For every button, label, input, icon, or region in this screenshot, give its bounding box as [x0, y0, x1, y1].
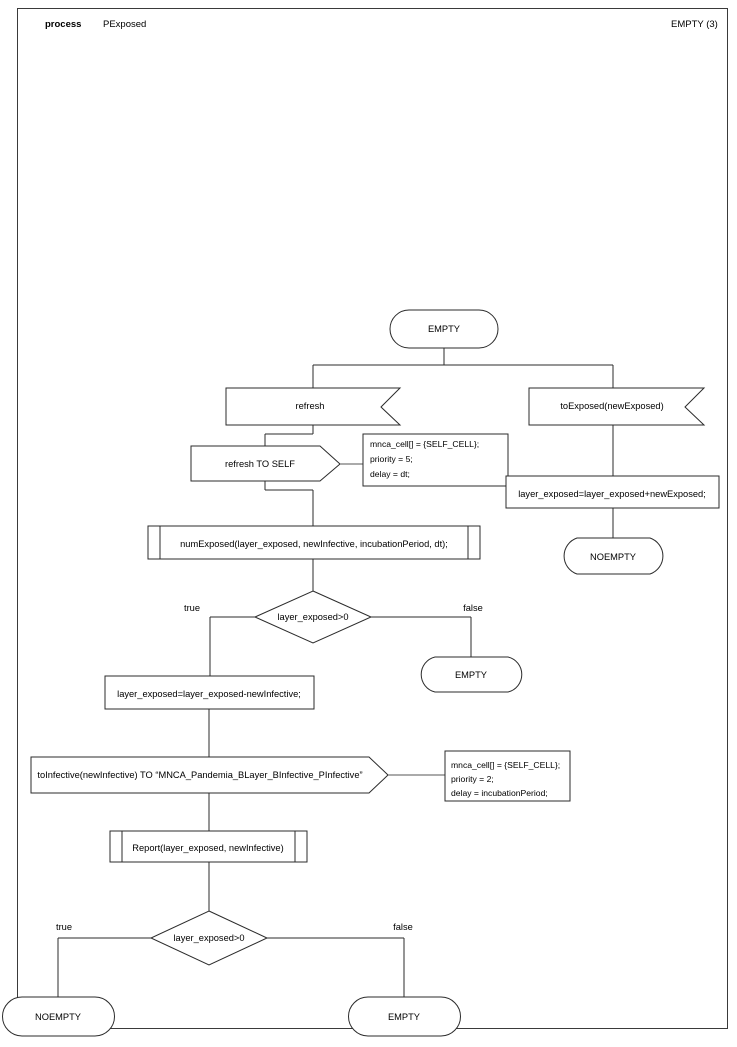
decision-two-false-label: false	[393, 922, 413, 932]
connector-start-branch	[312, 348, 614, 388]
task-subtract-label: layer_exposed=layer_exposed-newInfective…	[117, 689, 301, 699]
comment-refresh-line-1: mnca_cell[] = {SELF_CELL};	[370, 439, 479, 449]
node-input-refresh[interactable]: refresh	[225, 387, 402, 426]
decision-one-true-label: true	[184, 603, 200, 613]
connector-decision-two-false: false	[267, 922, 413, 997]
node-state-noempty-right[interactable]: NOEMPTY	[563, 537, 664, 575]
state-empty-bottom-label: EMPTY	[388, 1012, 420, 1022]
node-output-refresh-self[interactable]: refresh TO SELF	[190, 445, 341, 482]
state-noempty-bottom-label: NOEMPTY	[35, 1012, 81, 1022]
node-decision-one[interactable]: layer_exposed>0	[253, 590, 373, 644]
output-refresh-self-label: refresh TO SELF	[225, 459, 295, 469]
proc-report-label: Report(layer_exposed, newInfective)	[132, 843, 283, 853]
decision-two-label: layer_exposed>0	[173, 933, 244, 943]
node-task-subtract[interactable]: layer_exposed=layer_exposed-newInfective…	[104, 675, 315, 710]
comment-to-infective-line-1: mnca_cell[] = {SELF_CELL};	[451, 760, 560, 770]
decision-one-label: layer_exposed>0	[277, 612, 348, 622]
header-process-name: PExposed	[103, 19, 147, 30]
node-comment-refresh: mnca_cell[] = {SELF_CELL}; priority = 5;…	[362, 433, 509, 487]
decision-two-true-label: true	[56, 922, 72, 932]
node-state-empty-false-1[interactable]: EMPTY	[420, 656, 523, 693]
connector-decision-one-true: true	[184, 603, 255, 676]
state-noempty-right-label: NOEMPTY	[590, 552, 636, 562]
node-task-add[interactable]: layer_exposed=layer_exposed+newExposed;	[505, 475, 720, 509]
output-to-infective-label: toInfective(newInfective) TO “MNCA_Pande…	[37, 770, 362, 780]
connector-refresh-to-output	[264, 425, 314, 446]
node-start-state[interactable]: EMPTY	[389, 309, 499, 349]
start-state-label: EMPTY	[428, 324, 460, 334]
input-refresh-label: refresh	[296, 401, 325, 411]
comment-refresh-line-2: priority = 5;	[370, 454, 413, 464]
node-state-empty-bottom[interactable]: EMPTY	[348, 996, 461, 1037]
node-proc-num-exposed[interactable]: numExposed(layer_exposed, newInfective, …	[147, 525, 481, 560]
connector-decision-two-true: true	[56, 922, 151, 997]
input-to-exposed-label: toExposed(newExposed)	[560, 401, 663, 411]
header-state-reference: EMPTY (3)	[671, 19, 718, 30]
node-proc-report[interactable]: Report(layer_exposed, newInfective)	[109, 830, 308, 863]
connector-decision-one-false: false	[371, 603, 483, 657]
state-empty-false-1-label: EMPTY	[455, 670, 487, 680]
node-state-noempty-bottom[interactable]: NOEMPTY	[2, 996, 115, 1037]
proc-num-exposed-label: numExposed(layer_exposed, newInfective, …	[180, 539, 448, 549]
comment-refresh-line-3: delay = dt;	[370, 469, 410, 479]
comment-to-infective-line-3: delay = incubationPeriod;	[451, 788, 548, 798]
node-decision-two[interactable]: layer_exposed>0	[149, 910, 269, 966]
header-keyword: process	[45, 19, 82, 30]
task-add-label: layer_exposed=layer_exposed+newExposed;	[518, 489, 706, 499]
decision-one-false-label: false	[463, 603, 483, 613]
node-comment-to-infective: mnca_cell[] = {SELF_CELL}; priority = 2;…	[444, 750, 571, 802]
node-input-to-exposed[interactable]: toExposed(newExposed)	[528, 387, 706, 426]
connector-output-to-proc	[264, 481, 314, 526]
comment-to-infective-line-2: priority = 2;	[451, 774, 494, 784]
node-output-to-infective[interactable]: toInfective(newInfective) TO “MNCA_Pande…	[30, 756, 389, 794]
